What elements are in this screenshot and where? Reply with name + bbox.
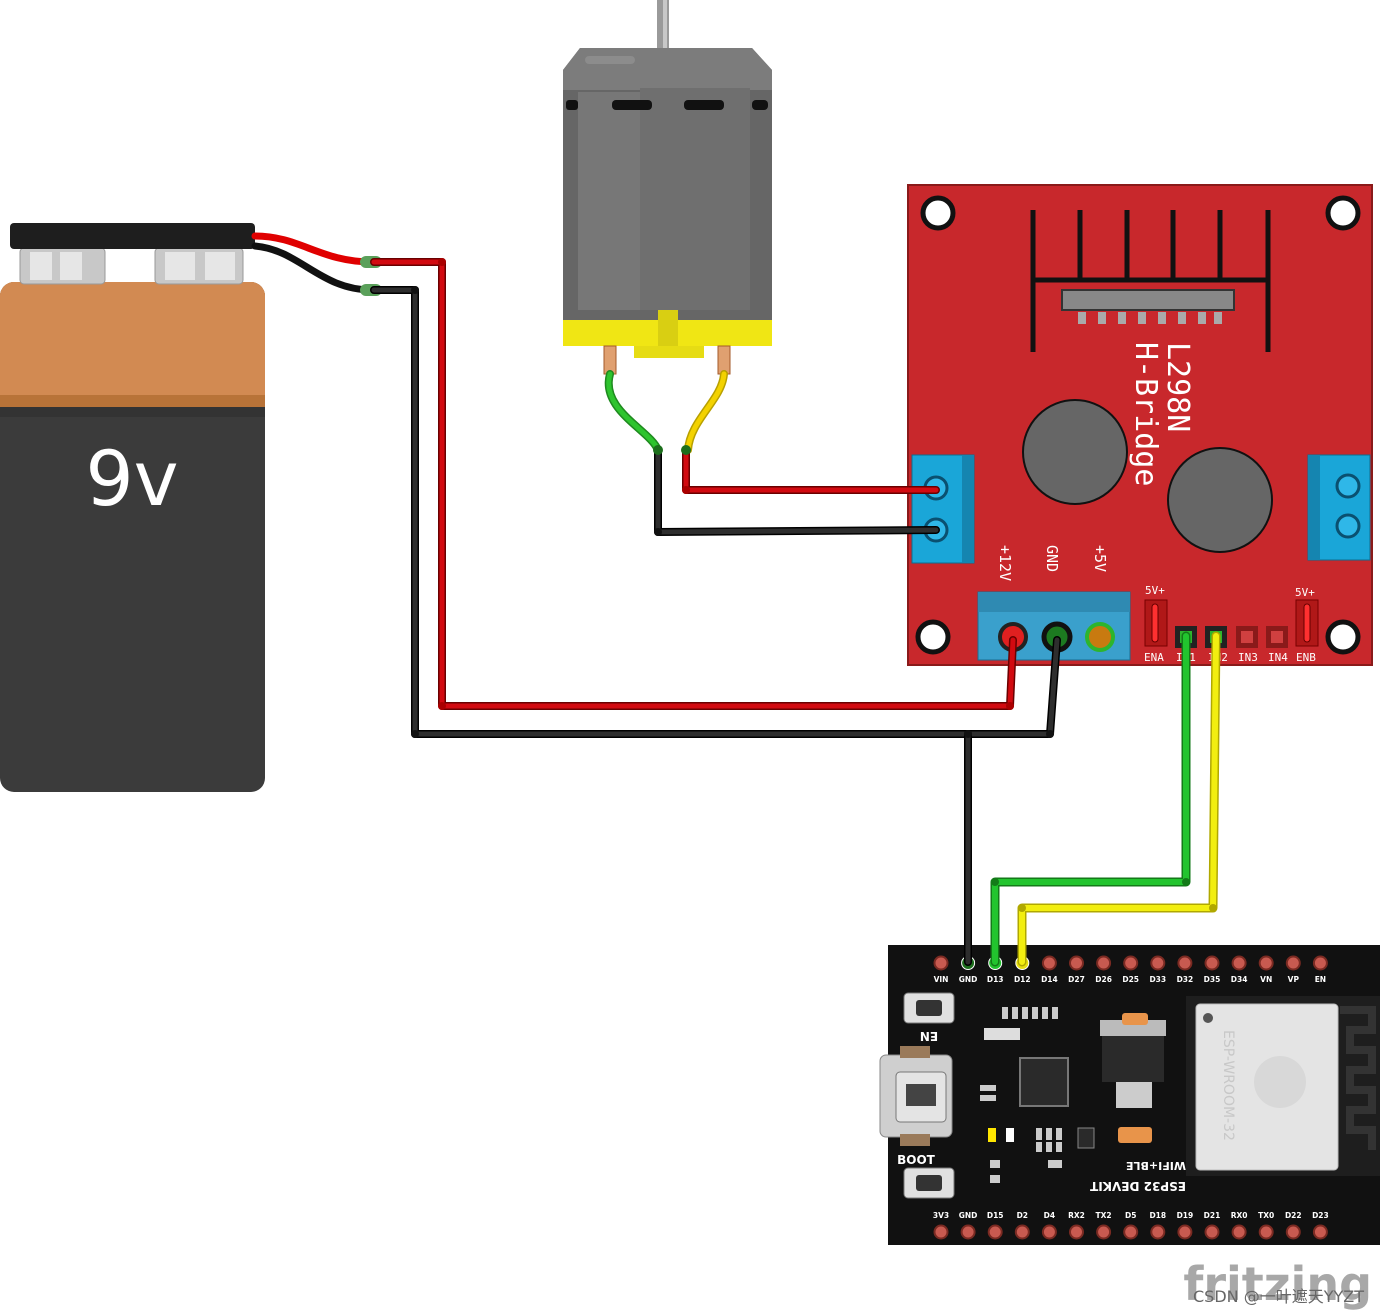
esp-top-pin-d25[interactable] <box>1123 955 1139 971</box>
esp-top-pin-label-d14: D14 <box>1041 975 1058 984</box>
motor-b-terminal-1[interactable] <box>1335 473 1361 499</box>
board-name-label: ESP32 DEVKIT <box>1089 1179 1186 1193</box>
esp-bottom-pin-label-d4: D4 <box>1044 1211 1055 1220</box>
esp-bottom-pin-d15[interactable] <box>987 1224 1003 1240</box>
pin-label-ena: ENA <box>1144 651 1164 664</box>
board-sub-label: WIFI+BLE <box>1126 1159 1186 1172</box>
boot-label: BOOT <box>897 1153 936 1167</box>
esp-top-pin-label-d12: D12 <box>1014 975 1031 984</box>
esp-bottom-pin-label-d15: D15 <box>987 1211 1004 1220</box>
en-label: EN <box>920 1029 938 1043</box>
battery-red-lead <box>251 232 376 266</box>
esp-bottom-pin-label-rx0: RX0 <box>1231 1211 1248 1220</box>
pin-label-in3: IN3 <box>1238 651 1258 664</box>
esp-bottom-pin-rx2[interactable] <box>1069 1224 1084 1240</box>
esp-top-pin-label-d34: D34 <box>1231 975 1248 984</box>
esp-top-pin-d27[interactable] <box>1069 955 1084 971</box>
esp-top-pin-d35[interactable] <box>1204 955 1220 971</box>
esp-bottom-pin-d2[interactable] <box>1014 1224 1030 1240</box>
esp-bottom-pin-label-3v3: 3V3 <box>933 1211 949 1220</box>
wire-motor-red <box>682 446 940 494</box>
esp-bottom-pin-d23[interactable] <box>1312 1224 1328 1240</box>
esp-bottom-pin-label-gnd: GND <box>959 1211 978 1220</box>
esp-bottom-pin-label-d21: D21 <box>1204 1211 1221 1220</box>
esp-top-pin-vin[interactable] <box>933 955 949 971</box>
esp-bottom-pin-tx2[interactable] <box>1096 1224 1112 1240</box>
l298n-hbridge: L298N H-Bridge +12V GND +5V 5V+ 5V+ <box>907 184 1373 666</box>
esp-bottom-pin-d22[interactable] <box>1285 1224 1301 1240</box>
esp-top-pin-label-gnd: GND <box>959 975 978 984</box>
esp-top-pin-label-vin: VIN <box>934 975 949 984</box>
power-label-12v: +12V <box>996 545 1014 581</box>
esp-top-pin-vp[interactable] <box>1285 955 1301 971</box>
battery-label: 9v <box>85 434 178 523</box>
esp-top-pin-label-en: EN <box>1315 975 1326 984</box>
esp-bottom-pin-d21[interactable] <box>1204 1224 1220 1240</box>
esp-top-pin-label-d33: D33 <box>1149 975 1166 984</box>
esp-bottom-pin-label-d23: D23 <box>1312 1211 1329 1220</box>
esp-bottom-pin-rx0[interactable] <box>1231 1224 1247 1240</box>
esp-top-pin-en[interactable] <box>1312 955 1328 971</box>
hbridge-subtitle: H-Bridge <box>1128 342 1163 487</box>
esp32-devkit: EN BOOT WIFI+BLE ESP32 DEVKIT <box>879 945 1380 1245</box>
wires <box>251 232 1221 967</box>
esp-bottom-pin-label-d22: D22 <box>1285 1211 1302 1220</box>
power-terminal-5v[interactable] <box>1085 622 1115 652</box>
esp-top-pin-label-vn: VN <box>1260 975 1272 984</box>
hbridge-title: L298N <box>1160 342 1195 432</box>
esp-top-pin-d14[interactable] <box>1041 955 1057 971</box>
esp-bottom-pin-3v3[interactable] <box>933 1224 949 1240</box>
esp-top-pin-label-d32: D32 <box>1177 975 1194 984</box>
esp-top-pin-label-d26: D26 <box>1095 975 1112 984</box>
esp-bottom-pin-label-tx0: TX0 <box>1258 1211 1274 1220</box>
esp-top-pin-label-vp: VP <box>1288 975 1300 984</box>
esp-bottom-pin-d4[interactable] <box>1041 1224 1057 1240</box>
esp-bottom-pin-d18[interactable] <box>1150 1224 1166 1240</box>
esp-bottom-pin-d19[interactable] <box>1177 1224 1193 1240</box>
esp-top-pin-label-d25: D25 <box>1122 975 1139 984</box>
power-label-gnd: GND <box>1043 545 1061 572</box>
pin-label-in4: IN4 <box>1268 651 1288 664</box>
power-label-5v: +5V <box>1091 545 1109 572</box>
battery-black-lead <box>251 242 376 294</box>
esp-top-pin-label-d27: D27 <box>1068 975 1085 984</box>
esp-top-pin-label-d13: D13 <box>987 975 1004 984</box>
esp-top-pin-d33[interactable] <box>1150 955 1166 971</box>
esp-top-pin-label-d35: D35 <box>1204 975 1221 984</box>
esp-bottom-pin-label-tx2: TX2 <box>1096 1211 1112 1220</box>
esp-bottom-pin-d5[interactable] <box>1123 1224 1139 1240</box>
esp-top-pin-d34[interactable] <box>1231 955 1247 971</box>
dc-motor <box>563 0 772 375</box>
battery-9v: 9v <box>0 223 265 792</box>
esp-top-pin-d26[interactable] <box>1096 955 1112 971</box>
pin-label-enb: ENB <box>1296 651 1316 664</box>
esp-bottom-pin-label-d18: D18 <box>1149 1211 1166 1220</box>
module-label: ESP-WROOM-32 <box>1220 1030 1236 1141</box>
fritzing-logo: fritzing <box>1183 1257 1372 1311</box>
jumper-label-ena: 5V+ <box>1145 584 1165 597</box>
esp-bottom-pin-label-d2: D2 <box>1017 1211 1028 1220</box>
esp-bottom-pin-label-d19: D19 <box>1177 1211 1194 1220</box>
esp-bottom-pin-label-rx2: RX2 <box>1068 1211 1085 1220</box>
esp-bottom-pin-gnd[interactable] <box>960 1224 976 1240</box>
esp-bottom-pin-label-d5: D5 <box>1125 1211 1136 1220</box>
jumper-label-enb: 5V+ <box>1295 586 1315 599</box>
csdn-watermark: CSDN @一叶遮天YYZT <box>1193 1287 1364 1306</box>
esp-top-pin-vn[interactable] <box>1258 955 1274 971</box>
esp-bottom-pin-tx0[interactable] <box>1258 1224 1274 1240</box>
esp-top-pin-d32[interactable] <box>1177 955 1193 971</box>
motor-b-terminal-2[interactable] <box>1335 513 1361 539</box>
